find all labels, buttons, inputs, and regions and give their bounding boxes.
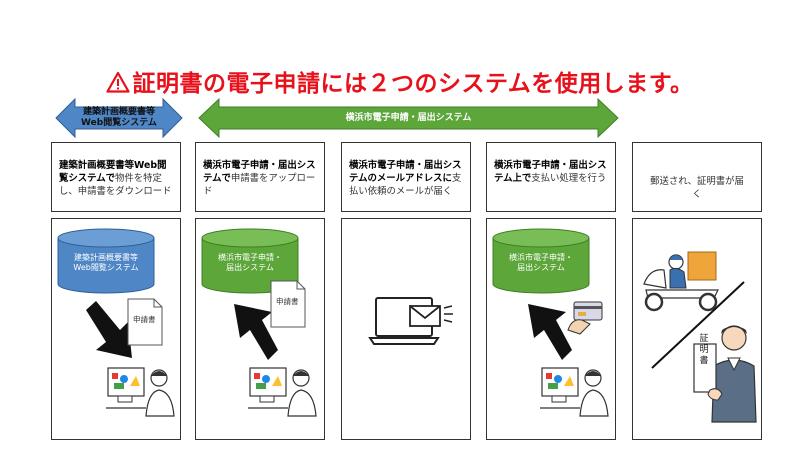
green-arrow-label: 横浜市電子申請・届出システム xyxy=(345,113,472,123)
upload-arrow-icon-2 xyxy=(528,304,572,360)
step-4-description: 横浜市電子申請・届出システム上で支払い処理を行う xyxy=(486,142,616,212)
download-arrow-icon xyxy=(86,301,132,358)
step-5-description: 郵送され、証明書が届く xyxy=(632,142,762,212)
step-2-description: 横浜市電子申請・届出システムで申請書をアップロード xyxy=(195,142,325,212)
credit-card-hand-icon xyxy=(567,301,603,335)
delivery-scooter-icon xyxy=(643,251,719,312)
divider-slash xyxy=(651,281,745,369)
document-icon xyxy=(127,298,163,346)
page-title: 証明書の電子申請には２つのシステムを使用します。 xyxy=(0,64,800,99)
step-1-description: 建築計画概要書等Web閲覧システムで物件を特定し、申請書をダウンロード xyxy=(51,142,181,212)
green-double-arrow xyxy=(198,97,619,139)
person-at-computer-icon-2 xyxy=(248,367,317,417)
cylinder-2-label: 横浜市電子申請・届出システム xyxy=(218,253,282,272)
certificate-text: 証明書 xyxy=(699,334,709,366)
document-icon-2 xyxy=(270,280,306,328)
database-cylinder-1 xyxy=(57,228,155,294)
arrows-layer xyxy=(55,97,619,139)
database-cylinder-2 xyxy=(201,228,299,294)
laptop-mail-icon xyxy=(368,297,453,345)
document-label-1: 申請書 xyxy=(133,315,156,324)
blue-arrow-label: 建築計画概要書等 Web閲覧システム xyxy=(81,107,157,128)
blue-double-arrow xyxy=(55,97,183,139)
upload-arrow-icon-1 xyxy=(234,304,278,360)
document-label-2: 申請書 xyxy=(276,297,299,306)
step-3-description: 横浜市電子申請・届出システムのメールアドレスに支払い依頼のメールが届く xyxy=(341,142,471,212)
person-with-certificate-icon xyxy=(693,325,757,423)
database-cylinder-3 xyxy=(492,228,590,294)
warning-icon xyxy=(106,71,131,99)
cylinder-3-label: 横浜市電子申請・届出システム xyxy=(509,253,573,272)
person-at-computer-icon-1 xyxy=(106,367,175,417)
person-at-computer-icon-3 xyxy=(540,367,609,417)
